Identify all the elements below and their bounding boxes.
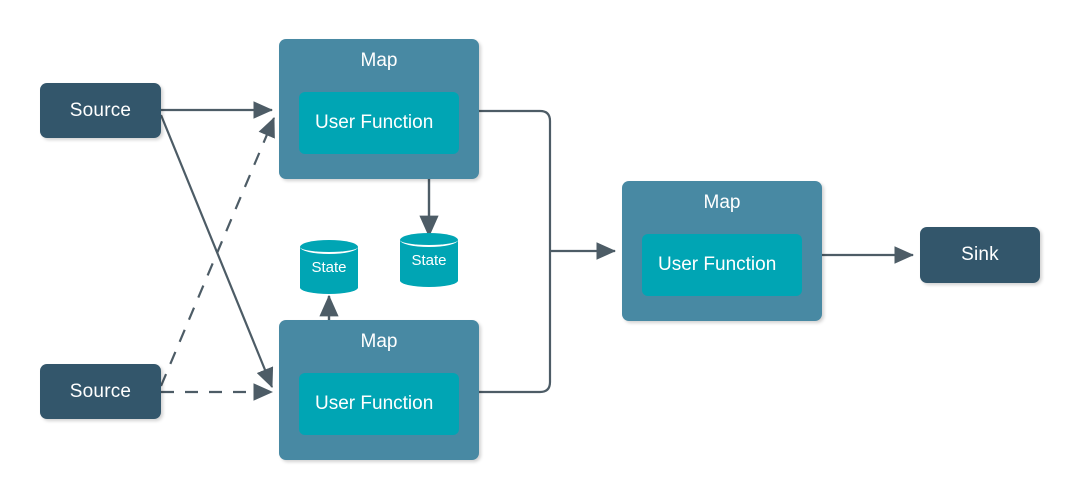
node-source-bottom[interactable]: Source	[40, 364, 161, 419]
edge-map-top-to-merge	[479, 109, 552, 251]
map-right-user-function-label: User Function	[658, 254, 777, 275]
edge-source-top-to-map-bottom	[159, 114, 274, 389]
source-bottom-label: Source	[69, 380, 132, 402]
map-bottom-user-function-label: User Function	[315, 393, 434, 414]
node-map-bottom[interactable]: Map User Function	[279, 320, 479, 460]
edge-map-bottom-to-merge	[479, 251, 552, 394]
map-right-user-function[interactable]: User Function	[642, 234, 802, 296]
map-bottom-title: Map	[360, 331, 398, 352]
state-left-cylinder-top	[300, 240, 358, 254]
node-state-right[interactable]: State	[400, 233, 458, 287]
source-top-label: Source	[69, 99, 132, 121]
state-right-cylinder-top	[400, 233, 458, 247]
node-map-top[interactable]: Map User Function	[279, 39, 479, 179]
map-right-title: Map	[703, 192, 741, 213]
node-sink[interactable]: Sink	[920, 227, 1040, 283]
map-bottom-user-function[interactable]: User Function	[299, 373, 459, 435]
edge-source-bottom-to-map-top	[159, 116, 276, 387]
map-top-user-function-label: User Function	[315, 112, 434, 133]
map-top-user-function[interactable]: User Function	[299, 92, 459, 154]
sink-label: Sink	[961, 244, 999, 265]
node-source-top[interactable]: Source	[40, 83, 161, 138]
node-map-right[interactable]: Map User Function	[622, 181, 822, 321]
node-state-left[interactable]: State	[300, 240, 358, 294]
map-top-title: Map	[360, 50, 398, 71]
state-right-label: State	[411, 251, 447, 269]
state-left-label: State	[311, 258, 347, 276]
